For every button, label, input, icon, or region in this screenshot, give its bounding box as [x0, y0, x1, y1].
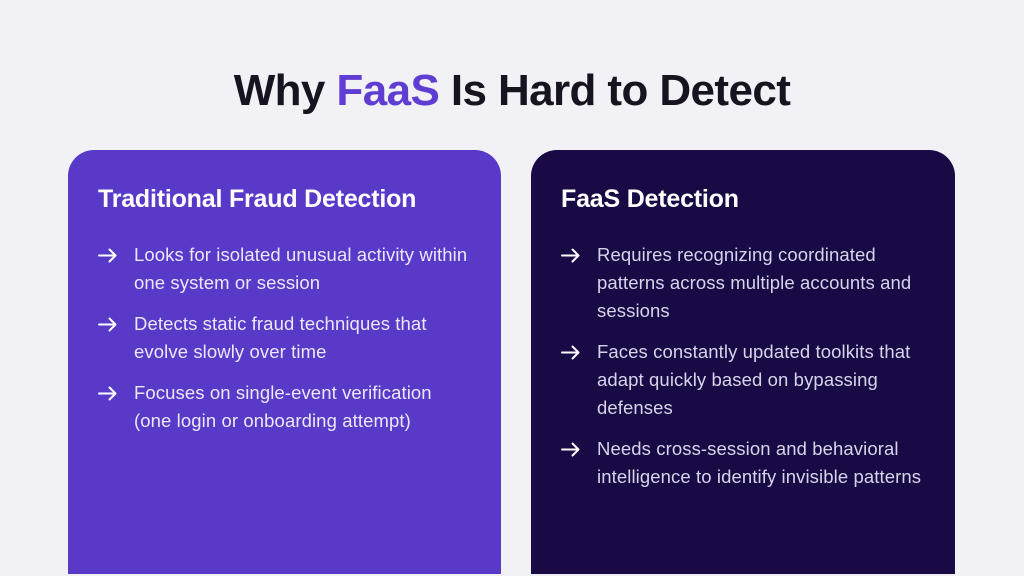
- card-heading: Traditional Fraud Detection: [98, 185, 417, 213]
- list-item: Focuses on single-event verification (on…: [98, 379, 473, 435]
- list-item-text: Requires recognizing coordinated pattern…: [597, 244, 912, 321]
- card-faas-detection: FaaS Detection Requires recognizing coor…: [531, 150, 955, 574]
- list-item-text: Needs cross-session and behavioral intel…: [597, 438, 922, 487]
- comparison-cards: Traditional Fraud Detection Looks for is…: [68, 150, 955, 574]
- list-item: Faces constantly updated toolkits that a…: [561, 338, 927, 422]
- card-heading: FaaS Detection: [561, 185, 739, 213]
- list-item: Needs cross-session and behavioral intel…: [561, 435, 927, 491]
- list-item: Requires recognizing coordinated pattern…: [561, 241, 927, 325]
- title-suffix: Is Hard to Detect: [439, 66, 791, 115]
- arrow-right-icon: [98, 310, 118, 338]
- page-title: Why FaaS Is Hard to Detect: [0, 66, 1024, 116]
- arrow-right-icon: [98, 379, 118, 407]
- list-item-text: Looks for isolated unusual activity with…: [134, 244, 468, 293]
- title-prefix: Why: [233, 66, 337, 115]
- list-item: Detects static fraud techniques that evo…: [98, 310, 473, 366]
- arrow-right-icon: [561, 338, 581, 366]
- list-item-text: Detects static fraud techniques that evo…: [134, 313, 427, 362]
- card-traditional-fraud-detection: Traditional Fraud Detection Looks for is…: [68, 150, 501, 574]
- arrow-right-icon: [561, 435, 581, 463]
- list-item-text: Faces constantly updated toolkits that a…: [597, 341, 911, 418]
- arrow-right-icon: [561, 241, 581, 269]
- list-item: Looks for isolated unusual activity with…: [98, 241, 473, 297]
- arrow-right-icon: [98, 241, 118, 269]
- list-item-text: Focuses on single-event verification (on…: [134, 382, 432, 431]
- title-accent: FaaS: [336, 66, 440, 115]
